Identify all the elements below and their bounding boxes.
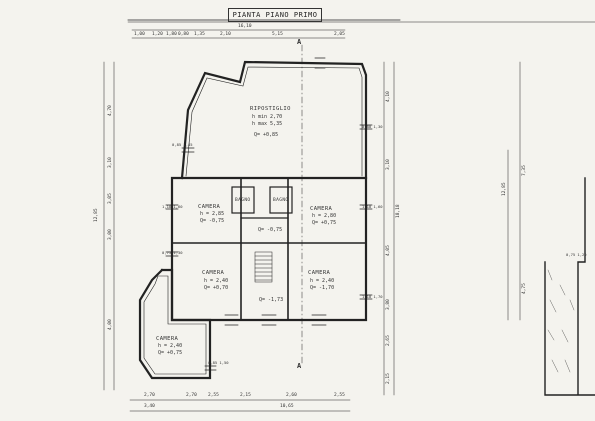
elevation-total: 12,85: [502, 182, 507, 196]
camera-nw-q: Q= -0,75: [200, 218, 225, 224]
top-dim-part-3: 1,80: [166, 32, 177, 37]
opening-label-7: 1,10 1,70: [362, 294, 383, 299]
camera-ne-h: h = 2,80: [312, 213, 337, 219]
bagno-1-box: [231, 186, 255, 214]
top-dim-part-8: 2,05: [334, 32, 345, 37]
camera-w-h: h = 2,40: [204, 278, 229, 284]
camera-sw-walls: [138, 268, 212, 380]
right-dim-part-2: 3,10: [386, 159, 391, 170]
top-dim-part-4: 0,80: [178, 32, 189, 37]
bottom-dim-r2-1: 3,40: [144, 404, 155, 409]
landing-q: Q= -1,73: [259, 297, 284, 303]
top-dim-part-6: 2,10: [220, 32, 231, 37]
top-dim-part-7: 5,15: [272, 32, 283, 37]
right-dim-part-5: 2,65: [386, 335, 391, 346]
elevation-opening: 0,75 1,20: [566, 252, 587, 257]
camera-sw-name: CAMERA: [156, 336, 179, 342]
opening-label-1: 0,85 1,45: [172, 142, 193, 147]
opening-label-5: 0,80 1,30: [362, 124, 383, 129]
bagno-2-name: BAGNO: [273, 198, 289, 203]
left-dim-part-4: 3,00: [108, 229, 113, 240]
ripostiglio-inner-walls: [185, 66, 363, 177]
camera-w-name: CAMERA: [202, 270, 225, 276]
left-dim-part-5: 4,00: [108, 319, 113, 330]
opening-label-6: 0,85 1,50: [208, 360, 229, 365]
ripostiglio-hmin: h min 2,70: [252, 114, 283, 120]
camera-sw-q: Q= +0,75: [158, 350, 183, 356]
left-dim-total: 12,85: [94, 208, 99, 222]
stairs: [254, 251, 273, 283]
corridor-q: Q= -0,75: [258, 227, 283, 233]
opening-label-2: 1,10 1,60: [162, 204, 183, 209]
bottom-dim-r1-3: 2,55: [208, 393, 219, 398]
opening-label-4: 0,75 1,30: [162, 250, 183, 255]
camera-ne-q: Q= +0,75: [312, 220, 337, 226]
elevation-part-1: 7,35: [522, 165, 527, 176]
right-dim-part-3: 4,05: [386, 245, 391, 256]
camera-e-name: CAMERA: [308, 270, 331, 276]
ripostiglio-q: Q= +0,85: [254, 132, 279, 138]
elevation-part-2: 4,75: [522, 283, 527, 294]
bottom-dim-r1-4: 2,15: [240, 393, 251, 398]
ripostiglio-walls: [180, 60, 368, 180]
elevation-outline: [544, 177, 595, 396]
left-dim-part-3: 3,05: [108, 193, 113, 204]
camera-sw-inner: [143, 275, 207, 375]
bagno-1-name: BAGNO: [235, 198, 251, 203]
opening-label-3: 1,10 1,60: [362, 204, 383, 209]
elevation-wall-hatch: [547, 269, 575, 373]
top-dim-total: 16,10: [238, 24, 252, 29]
right-dim-part-1: 4,10: [386, 91, 391, 102]
camera-w-q: Q= +0,70: [204, 285, 229, 291]
bottom-dim-r1-1: 2,70: [144, 393, 155, 398]
ripostiglio-name: RIPOSTIGLIO: [250, 106, 291, 112]
bottom-dim-r1-2: 2,70: [186, 393, 197, 398]
camera-ne-name: CAMERA: [310, 206, 333, 212]
bottom-dim-r2-2: 10,65: [280, 404, 294, 409]
camera-e-q: Q= -1,70: [310, 285, 335, 291]
bottom-dim-r1-5: 2,60: [286, 393, 297, 398]
section-mark-top: A: [297, 38, 302, 46]
section-mark-bottom: A: [297, 362, 302, 370]
bagno-2-box: [269, 186, 293, 214]
top-dim-part-5: 1,35: [194, 32, 205, 37]
camera-e-h: h = 2,40: [310, 278, 335, 284]
left-dim-part-2: 3,10: [108, 157, 113, 168]
bottom-dim-r1-6: 2,55: [334, 393, 345, 398]
right-dim-total: 18,18: [396, 204, 401, 218]
ripostiglio-hmax: h max 5,35: [252, 121, 283, 127]
sheet-title: PIANTA PIANO PRIMO: [228, 8, 322, 22]
opening-marks: [165, 57, 373, 371]
camera-sw-h: h = 2,40: [158, 343, 183, 349]
right-dim-part-6: 2,15: [386, 373, 391, 384]
camera-nw-name: CAMERA: [198, 204, 221, 210]
top-dim-part-2: 1,20: [152, 32, 163, 37]
camera-nw-h: h = 2,85: [200, 211, 225, 217]
left-dim-part-1: 4,70: [108, 105, 113, 116]
top-dim-part-1: 1,00: [134, 32, 145, 37]
right-dim-part-4: 3,80: [386, 299, 391, 310]
